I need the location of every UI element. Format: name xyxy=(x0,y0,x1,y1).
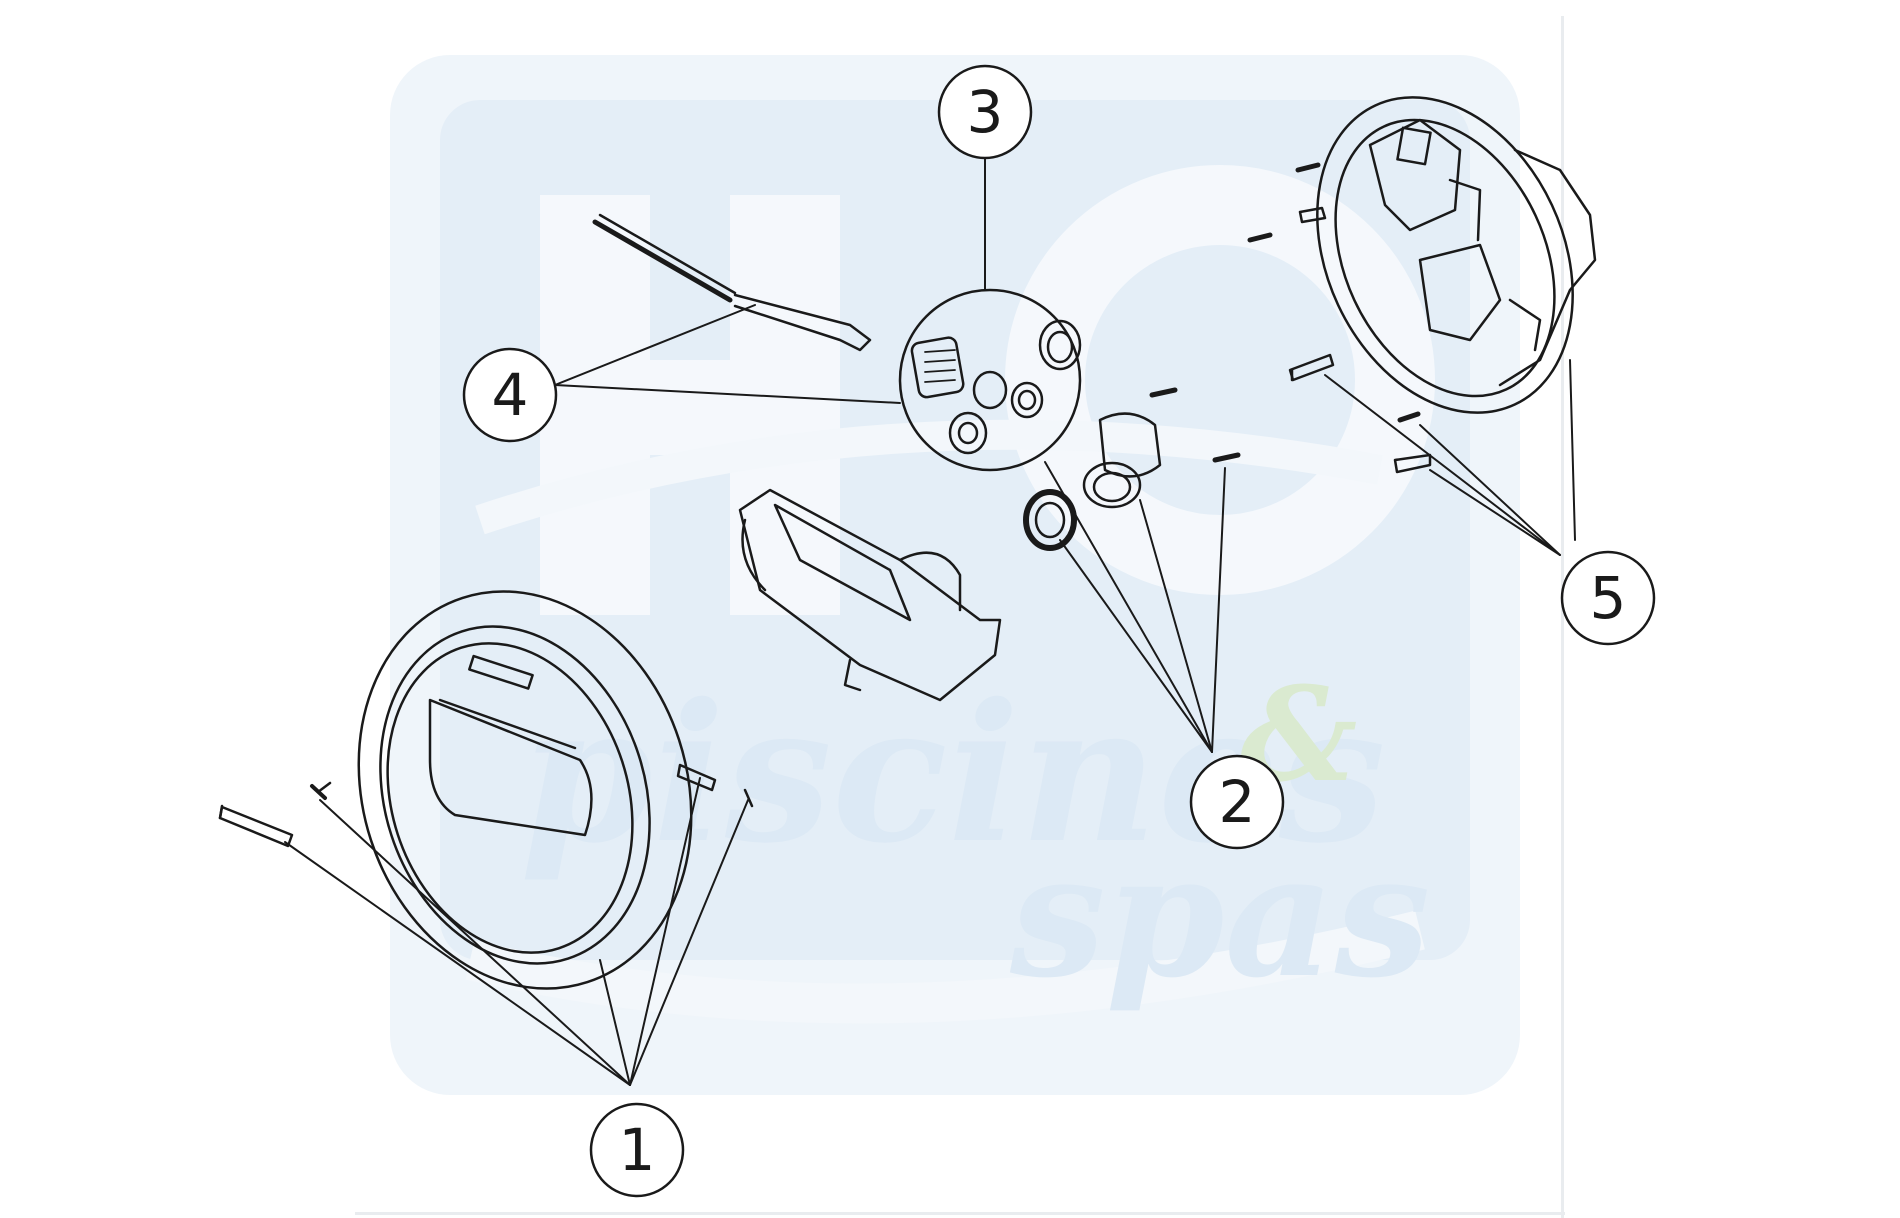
leader-lines-5 xyxy=(1324,359,1576,556)
cable-part xyxy=(592,213,872,352)
watermark-word-spas: spas xyxy=(1009,816,1430,1016)
niche-housing-part xyxy=(1316,96,1597,414)
callout-5-label: 5 xyxy=(1590,564,1627,632)
leader-lines-3-4 xyxy=(554,157,986,404)
callout-2: 2 xyxy=(1189,754,1285,850)
lamp-housing-part xyxy=(738,488,1002,702)
connector-part xyxy=(1023,387,1241,551)
watermark-wave-1 xyxy=(475,419,1383,535)
watermark: piscines & spas xyxy=(390,55,1520,1095)
frame-bottom-edge xyxy=(355,1212,1565,1215)
watermark-wave-2 xyxy=(465,910,1425,1024)
callout-5: 5 xyxy=(1560,550,1656,646)
callout-4: 4 xyxy=(462,347,558,443)
leader-lines-2 xyxy=(1044,461,1226,753)
callout-2-label: 2 xyxy=(1219,768,1256,836)
gland-detail xyxy=(898,288,1082,472)
niche-screws xyxy=(1247,162,1432,474)
faceplate-screws xyxy=(218,763,754,848)
frame-right-edge xyxy=(1561,16,1564,1218)
callout-3: 3 xyxy=(937,64,1033,160)
callout-1-label: 1 xyxy=(619,1116,656,1184)
leader-lines-1 xyxy=(284,777,749,1086)
callout-4-label: 4 xyxy=(492,361,529,429)
callout-1: 1 xyxy=(589,1102,685,1198)
faceplate-part xyxy=(357,590,693,990)
callout-3-label: 3 xyxy=(967,78,1004,146)
